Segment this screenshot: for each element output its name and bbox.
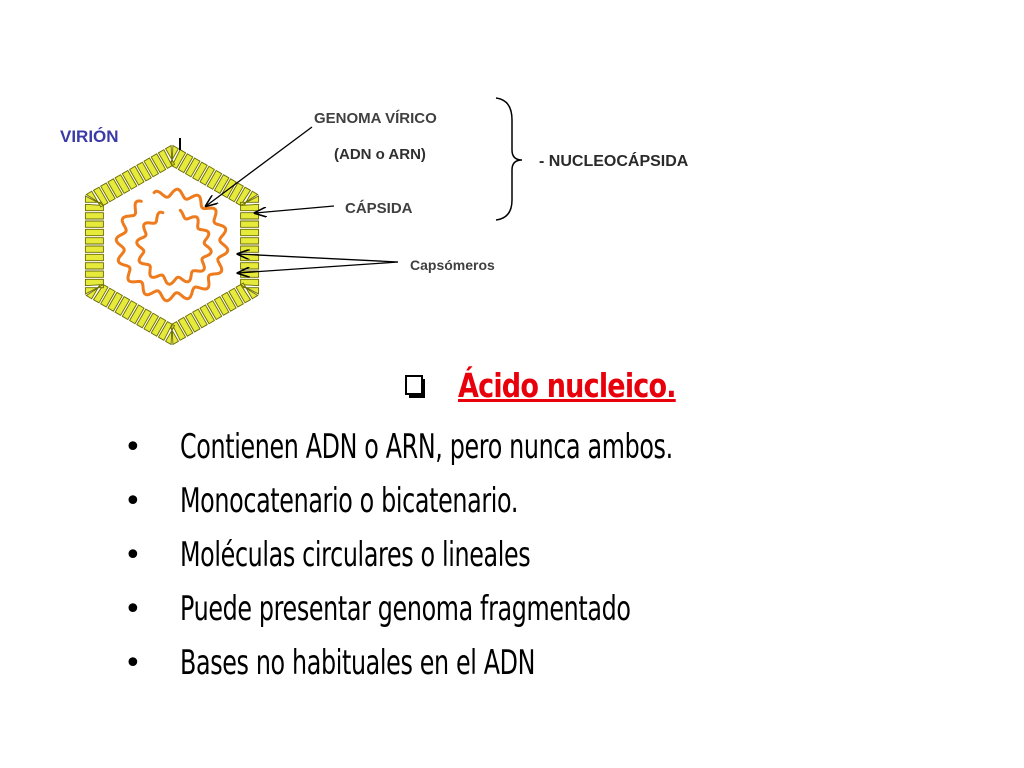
capsomere	[240, 228, 260, 237]
capsomere	[84, 283, 104, 295]
capsid-arrow	[255, 205, 335, 213]
capsomere	[184, 157, 201, 178]
capsomeres-label: Capsómeros	[410, 257, 495, 273]
capsid-hexagon	[84, 144, 260, 346]
capsomere	[164, 144, 176, 167]
capsomere	[136, 161, 152, 182]
bullet-list: • Contienen ADN o ARN, pero nunca ambos.…	[124, 420, 884, 690]
capsomere	[84, 262, 104, 270]
capsomere	[239, 282, 259, 300]
capsomere	[240, 262, 260, 270]
capsomere	[128, 304, 145, 325]
capsomere-arrow-lower	[238, 261, 399, 273]
nucleocapsid-brace	[495, 97, 523, 221]
capsomere	[84, 245, 104, 253]
capsomere	[240, 220, 260, 228]
bullet-text: Bases no habituales en el ADN	[180, 643, 536, 683]
genome-strand-inner	[135, 208, 213, 286]
bullet-icon: •	[124, 483, 142, 519]
capsomere	[143, 157, 160, 178]
capsomere	[240, 237, 260, 245]
capsomere	[92, 186, 109, 206]
capsomere	[171, 149, 187, 170]
capsomere	[121, 169, 138, 190]
capsomere	[84, 253, 104, 262]
capsomere	[100, 182, 116, 203]
capsomere	[213, 174, 230, 195]
nucleocapsid-label: - NUCLEOCÁPSIDA	[539, 153, 689, 170]
genome-arrow	[206, 126, 313, 206]
bullet-icon: •	[124, 591, 142, 627]
capsomere	[228, 287, 244, 308]
capsomere	[121, 300, 138, 321]
capsomere	[177, 153, 194, 174]
capsomere	[114, 295, 131, 316]
section-heading-text: Ácido nucleico.	[458, 366, 677, 405]
capsomere	[85, 190, 105, 208]
genome-strand-outer	[114, 187, 230, 303]
bullet-icon: •	[124, 429, 142, 465]
virion-label: VIRIÓN	[60, 127, 119, 146]
bullet-text: Contienen ADN o ARN, pero nunca ambos.	[180, 427, 673, 467]
genome-label: GENOMA VÍRICO	[314, 110, 437, 127]
virion-diagram	[84, 97, 523, 346]
capsomere	[199, 304, 216, 325]
capsomere	[235, 284, 252, 304]
capsomere	[107, 291, 124, 312]
capsomere	[184, 312, 201, 333]
genome-sub-label: (ADN o ARN)	[334, 146, 426, 163]
capsomere	[84, 220, 104, 228]
capsomere	[240, 195, 260, 207]
capsomere-arrow-upper	[238, 254, 399, 263]
capsomere	[84, 270, 104, 278]
capsomere	[192, 161, 208, 182]
capsomere	[150, 153, 167, 174]
capsomere	[114, 174, 131, 195]
capsomere	[150, 316, 167, 337]
capsomere	[199, 165, 216, 186]
capsomere	[206, 169, 223, 190]
bullet-icon: •	[124, 645, 142, 681]
capsomere	[84, 228, 104, 237]
capsid-label: CÁPSIDA	[345, 200, 413, 217]
capsomere	[143, 312, 160, 333]
checkbox-bullet-icon	[402, 372, 426, 400]
capsomere	[128, 165, 145, 186]
list-item: • Contienen ADN o ARN, pero nunca ambos.	[124, 420, 884, 474]
capsomere	[240, 203, 260, 212]
bullet-icon: •	[124, 537, 142, 573]
capsomere	[157, 320, 173, 341]
capsomere	[84, 237, 104, 245]
capsomere	[177, 316, 194, 337]
list-item: • Monocatenario o bicatenario.	[124, 474, 884, 528]
bullet-text: Monocatenario o bicatenario.	[180, 481, 519, 521]
list-item: • Moléculas circulares o lineales	[124, 528, 884, 582]
capsomere	[84, 278, 104, 287]
capsomere	[192, 308, 208, 329]
capsomere	[164, 323, 176, 346]
capsomere	[213, 295, 230, 316]
list-item: • Bases no habituales en el ADN	[124, 636, 884, 690]
capsomere	[240, 212, 260, 220]
capsomere	[220, 291, 237, 312]
capsomere	[206, 300, 223, 321]
bullet-text: Moléculas circulares o lineales	[180, 535, 531, 575]
list-item: • Puede presentar genoma fragmentado	[124, 582, 884, 636]
bullet-text: Puede presentar genoma fragmentado	[180, 589, 631, 629]
capsomere	[240, 245, 260, 253]
section-heading: Ácido nucleico.	[402, 366, 724, 405]
capsomere	[228, 182, 244, 203]
capsomere	[100, 287, 116, 308]
capsomere	[84, 212, 104, 220]
capsomere	[107, 178, 124, 199]
capsomere	[136, 308, 152, 329]
